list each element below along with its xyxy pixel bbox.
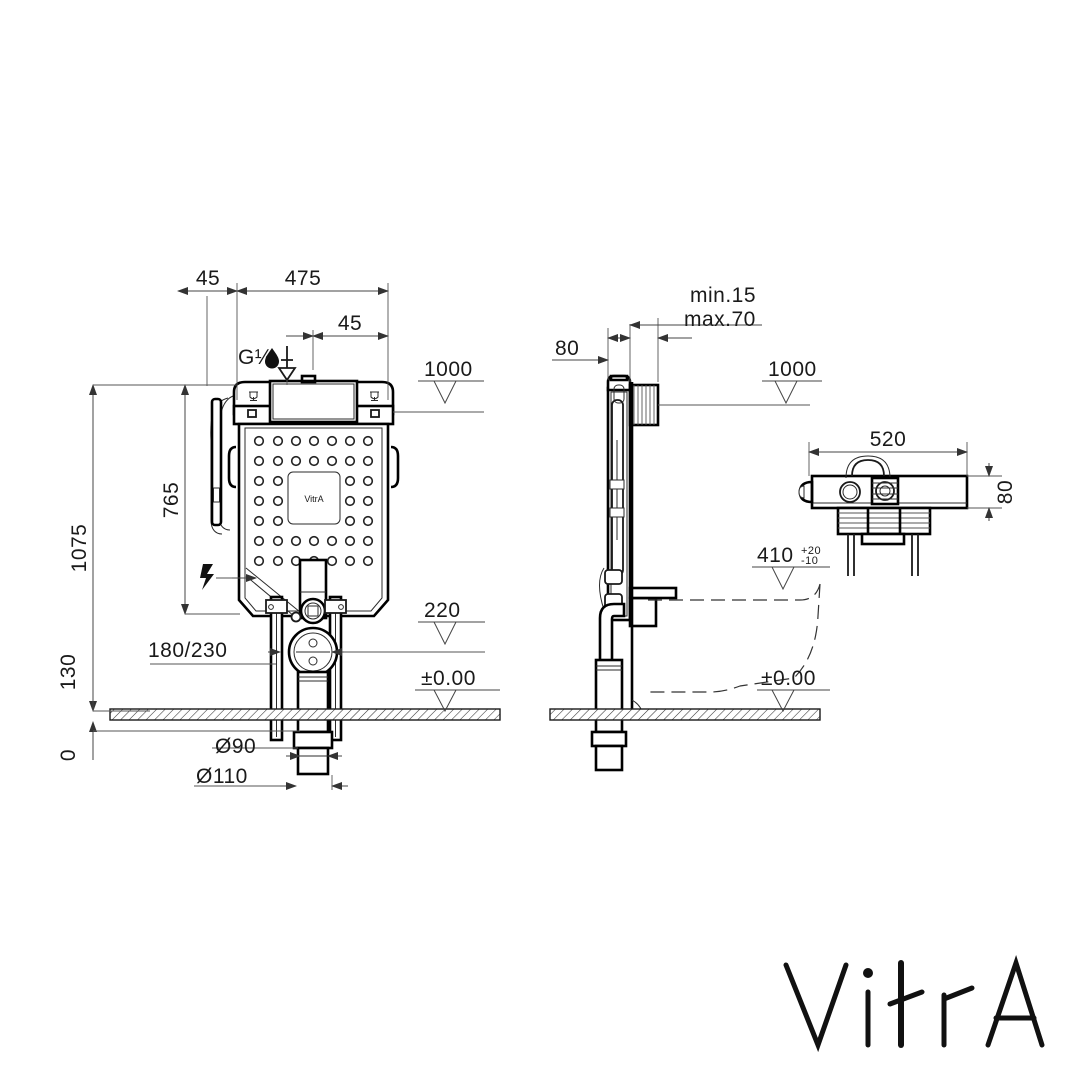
frame-bolt-right — [338, 604, 344, 610]
level-000-side-label: ±0.00 — [761, 667, 816, 690]
level-410-side-label: 410 — [757, 544, 794, 567]
side-dimension-set: 80 min.15 max.70 — [552, 284, 762, 382]
floor-slab-side — [549, 708, 821, 721]
outlet-dot-top — [308, 638, 318, 648]
floor-slab-front — [109, 708, 501, 721]
cistern-tank-inner — [244, 427, 383, 612]
level-000-front-label: ±0.00 — [421, 667, 476, 690]
flush-plate-recess — [268, 379, 359, 424]
front-elevation-view: VitrA — [57, 267, 501, 790]
fill-valve-detail — [213, 487, 220, 503]
level-marker-1000-side: 1000 — [658, 358, 822, 406]
water-supply-label: G½ — [238, 346, 273, 369]
brand-plate-label: VitrA — [304, 494, 323, 504]
level-1000-side-label: 1000 — [768, 358, 817, 381]
outlet-dot-bottom — [308, 656, 318, 666]
side-bracket-arc — [599, 567, 605, 611]
note-180-230-label: 180/230 — [148, 639, 227, 662]
outlet-collar — [292, 730, 334, 750]
level-marker-1000-front: 1000 — [393, 358, 484, 413]
side-section-view: 80 min.15 max.70 1000 410 +20 — [549, 284, 830, 772]
dim-plan-520-label: 520 — [870, 428, 907, 451]
side-inspection-hatch — [633, 385, 655, 425]
dim-0-label: 0 — [57, 749, 80, 761]
dim-d90-label: Ø90 — [215, 735, 256, 758]
dim-max70-label: max.70 — [684, 308, 756, 331]
insulation-dot-grid — [253, 435, 374, 567]
level-marker-000-side: ±0.00 — [757, 667, 830, 713]
flush-plate-inner — [272, 383, 355, 420]
plan-fitting-knurl — [872, 482, 898, 500]
front-level-markers: 1000 220 ±0.00 — [375, 358, 500, 713]
plan-centre-plate — [860, 532, 906, 546]
plan-arc-outer — [845, 455, 891, 479]
bowl-outline-dashed — [648, 583, 821, 693]
lightning-bolt-icon — [200, 564, 214, 590]
plan-nose-inner — [798, 485, 805, 499]
side-bowl-connector — [628, 596, 658, 628]
level-410-tol-upper: +20 — [801, 545, 821, 557]
side-fill-head — [613, 384, 625, 404]
front-dimension-set: 45 475 45 765 1075 130 0 — [57, 267, 389, 790]
side-waste-collar — [590, 730, 628, 748]
electrical-symbol — [200, 564, 257, 590]
dim-min15-label: min.15 — [690, 284, 756, 307]
dim-45-inner-label: 45 — [338, 312, 362, 335]
level-marker-220-front: 220 — [375, 599, 485, 653]
flush-connector-core — [307, 605, 319, 617]
level-marker-410-side: 410 +20 -10 — [752, 544, 830, 591]
inlet-port — [300, 374, 317, 384]
water-inlet-arrow-icon — [277, 346, 297, 382]
level-220-front-label: 220 — [424, 599, 461, 622]
side-bowl-shelf — [628, 586, 678, 600]
side-clip-a — [609, 479, 625, 490]
toilet-icon-left — [249, 391, 258, 401]
side-bracket-upper — [604, 569, 623, 585]
plan-connector-hatch — [838, 512, 930, 529]
plan-arc-inner — [851, 459, 885, 477]
dim-130-label: 130 — [57, 654, 80, 691]
toilet-icon-right — [370, 391, 379, 401]
plan-view: 520 80 — [798, 428, 1017, 576]
tank-mount-left — [227, 445, 237, 489]
collar-fixing-right — [370, 409, 380, 418]
cistern-body: VitrA — [210, 379, 400, 625]
flush-bolt — [290, 611, 302, 623]
waste-outlet — [287, 626, 339, 776]
side-waste-spigot — [594, 744, 624, 772]
plan-connector-block — [836, 506, 932, 536]
side-waste-pipe — [594, 658, 624, 734]
vitra-logo: VitrA — [783, 955, 1045, 1053]
level-marker-000-front: ±0.00 — [415, 667, 500, 713]
level-410-tol-lower: -10 — [801, 555, 818, 567]
plan-dimension-set: 520 80 — [808, 428, 1017, 521]
collar-fixing-left — [247, 409, 257, 418]
outlet-spigot — [296, 746, 330, 776]
plan-fitting-bore — [879, 485, 891, 497]
outlet-pipe — [296, 670, 330, 734]
water-drop-icon — [265, 348, 279, 369]
dim-side-80-label: 80 — [555, 337, 579, 360]
tank-mount-right — [390, 445, 400, 489]
dim-d110-label: Ø110 — [196, 765, 248, 788]
water-supply-symbol: G½ — [238, 332, 317, 385]
side-frame-top-seal — [609, 374, 629, 382]
dim-1075-label: 1075 — [68, 524, 91, 573]
plan-circle-port-inner — [842, 484, 858, 500]
level-1000-front-label: 1000 — [424, 358, 473, 381]
dim-45-left-label: 45 — [196, 267, 220, 290]
flush-connector-inner — [304, 602, 322, 620]
plan-fitting-ring — [875, 481, 895, 501]
dim-475-label: 475 — [285, 267, 322, 290]
dim-765-label: 765 — [160, 482, 183, 519]
fill-valve-tube — [210, 397, 223, 527]
brand-plate — [287, 471, 341, 525]
side-level-markers: 1000 410 +20 -10 ±0.00 — [658, 358, 830, 713]
frame-bolt-left — [268, 604, 274, 610]
dim-plan-80-label: 80 — [994, 480, 1017, 504]
side-clip-b — [609, 507, 625, 518]
